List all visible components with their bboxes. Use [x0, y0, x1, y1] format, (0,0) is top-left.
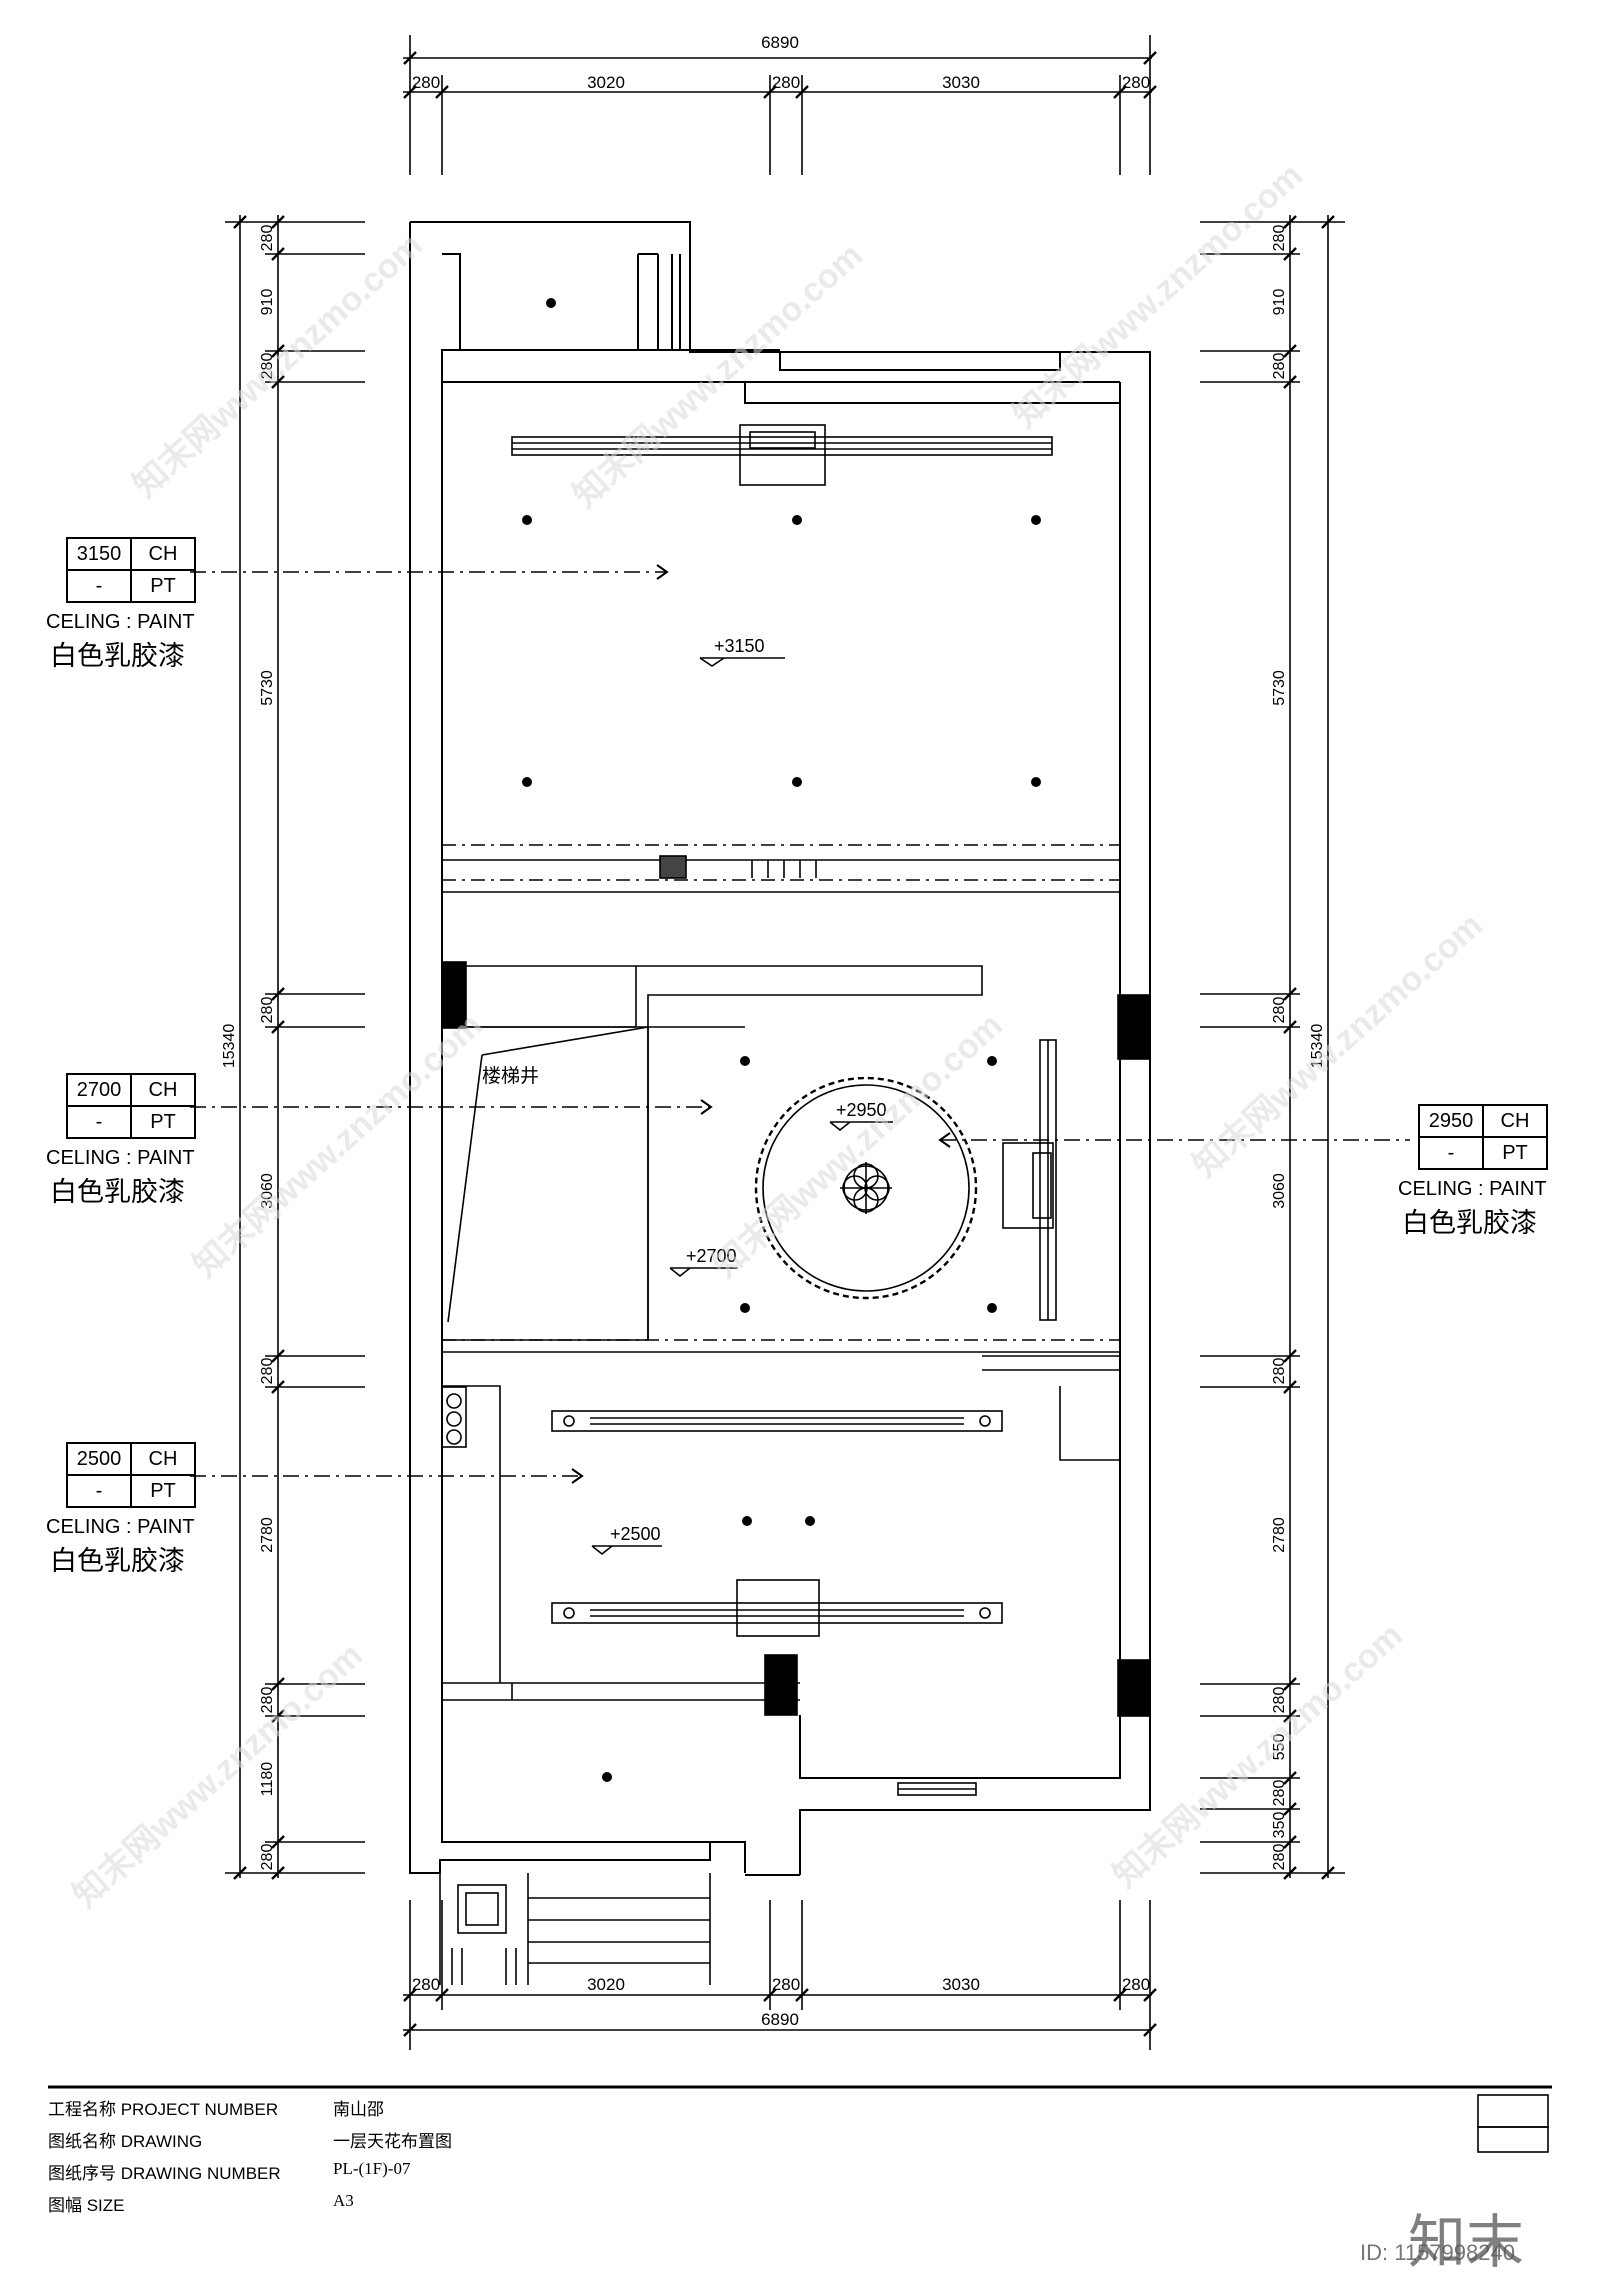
- top-total-dim: 6890: [761, 33, 799, 52]
- top-dimension-lines: [403, 35, 1157, 175]
- left-dimension-lines: [225, 215, 365, 1880]
- top-seg-3: 280: [772, 73, 800, 92]
- top-seg-4: 3030: [942, 73, 980, 92]
- zone-middle: [441, 961, 1151, 1353]
- zone-upper: [442, 424, 1120, 893]
- left-seg-6: 3060: [259, 1173, 276, 1209]
- tag-code: CH: [130, 1073, 196, 1107]
- tag-material-code: PT: [130, 1474, 196, 1508]
- leader-lines: [190, 571, 1410, 1477]
- level-middle: +2700: [686, 1246, 737, 1266]
- drawing-label: 图纸名称 DRAWING: [48, 2132, 203, 2151]
- right-seg-4: 5730: [1271, 670, 1288, 706]
- tag-material: CELING : PAINT: [1398, 1178, 1547, 1200]
- right-seg-12: 350: [1271, 1812, 1288, 1839]
- drawing-value: 一层天花布置图: [333, 2132, 452, 2151]
- right-seg-1: 280: [1271, 225, 1288, 252]
- tag-dash: -: [1418, 1136, 1484, 1170]
- top-seg-2: 3020: [587, 73, 625, 92]
- level-circle: +2950: [836, 1100, 887, 1120]
- bottom-seg-4: 3030: [942, 1975, 980, 1994]
- tag-dash: -: [66, 569, 132, 603]
- project-value: 南山邵: [333, 2100, 384, 2119]
- tag-material: CELING : PAINT: [46, 1516, 195, 1538]
- bottom-seg-3: 280: [772, 1975, 800, 1994]
- zone-lower: [441, 1355, 1151, 1796]
- walls: [409, 221, 1151, 1876]
- right-seg-5: 280: [1271, 997, 1288, 1024]
- left-seg-3: 280: [259, 353, 276, 380]
- top-seg-1: 280: [412, 73, 440, 92]
- left-seg-5: 280: [259, 997, 276, 1024]
- left-seg-8: 2780: [259, 1517, 276, 1553]
- tag-material-code: PT: [1482, 1136, 1548, 1170]
- left-seg-1: 280: [259, 225, 276, 252]
- tag-material-code: PT: [130, 1105, 196, 1139]
- image-id: ID: 1157998240: [1360, 2240, 1515, 2265]
- level-markers: [591, 657, 893, 1556]
- tag-material: CELING : PAINT: [46, 611, 195, 633]
- bottom-seg-1: 280: [412, 1975, 440, 1994]
- tag-height: 2500: [66, 1442, 132, 1476]
- top-seg-5: 280: [1122, 73, 1150, 92]
- tag-code: CH: [130, 1442, 196, 1476]
- stairwell-label: 楼梯井: [482, 1065, 539, 1087]
- bottom-total-dim: 6890: [761, 2010, 799, 2029]
- tag-height: 2700: [66, 1073, 132, 1107]
- project-label: 工程名称 PROJECT NUMBER: [48, 2100, 279, 2119]
- left-seg-10: 1180: [259, 1762, 276, 1797]
- right-seg-6: 3060: [1271, 1173, 1288, 1209]
- tag-height: 3150: [66, 537, 132, 571]
- dimension-text: 6890 280 3020 280 3030 280 280 3020 280 …: [221, 33, 1326, 2029]
- left-seg-7: 280: [259, 1358, 276, 1385]
- tag-dash: -: [66, 1474, 132, 1508]
- right-seg-9: 280: [1271, 1687, 1288, 1714]
- right-seg-7: 280: [1271, 1358, 1288, 1385]
- tag-material-cn: 白色乳胶漆: [1402, 1208, 1537, 1239]
- right-seg-10: 550: [1271, 1734, 1288, 1761]
- left-seg-9: 280: [259, 1687, 276, 1714]
- arrowheads: [571, 564, 951, 1484]
- downlights: [522, 298, 1041, 1782]
- size-value: A3: [333, 2191, 354, 2210]
- right-seg-3: 280: [1271, 353, 1288, 380]
- tag-height: 2950: [1418, 1104, 1484, 1138]
- left-seg-11: 280: [259, 1844, 276, 1871]
- level-upper: +3150: [714, 636, 765, 656]
- size-label: 图幅 SIZE: [48, 2196, 125, 2215]
- left-seg-4: 5730: [259, 670, 276, 706]
- tag-material-cn: 白色乳胶漆: [50, 641, 185, 672]
- right-seg-13: 280: [1271, 1844, 1288, 1871]
- right-seg-11: 280: [1271, 1780, 1288, 1807]
- tag-material-cn: 白色乳胶漆: [50, 1546, 185, 1577]
- right-seg-2: 910: [1271, 289, 1288, 316]
- bottom-dimension-lines: [403, 1900, 1157, 2050]
- entrance-steps: [439, 1873, 711, 1985]
- tag-material-code: PT: [130, 569, 196, 603]
- tag-code: CH: [1482, 1104, 1548, 1138]
- right-seg-8: 2780: [1271, 1517, 1288, 1553]
- tag-code: CH: [130, 537, 196, 571]
- right-total-dim: 15340: [1309, 1024, 1326, 1069]
- left-seg-2: 910: [259, 289, 276, 316]
- left-total-dim: 15340: [221, 1024, 238, 1069]
- number-label: 图纸序号 DRAWING NUMBER: [48, 2164, 281, 2183]
- brand-logo: 知末: [1408, 2208, 1525, 2276]
- tag-dash: -: [66, 1105, 132, 1139]
- bottom-seg-5: 280: [1122, 1975, 1150, 1994]
- tag-material: CELING : PAINT: [46, 1147, 195, 1169]
- level-lower: +2500: [610, 1524, 661, 1544]
- tag-material-cn: 白色乳胶漆: [50, 1177, 185, 1208]
- number-value: PL-(1F)-07: [333, 2159, 411, 2178]
- level-labels: +3150 +2950 +2700 +2500 楼梯井: [482, 636, 887, 1544]
- bottom-seg-2: 3020: [587, 1975, 625, 1994]
- right-dimension-lines: [1200, 215, 1345, 1880]
